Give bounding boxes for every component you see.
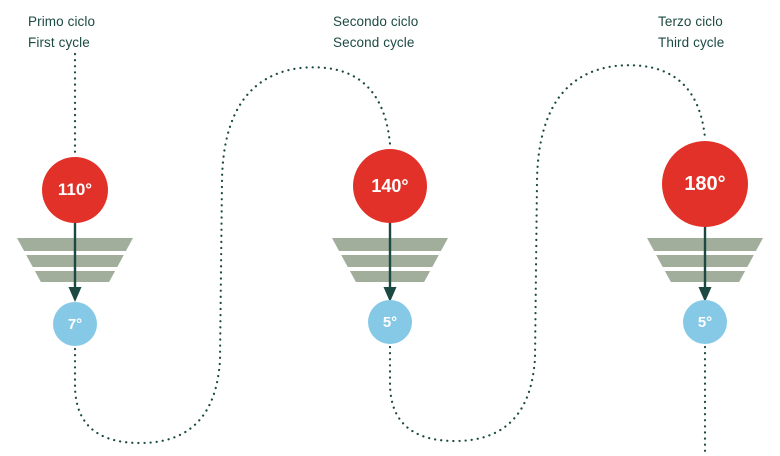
cycle-3-title-en: Third cycle <box>658 34 725 50</box>
cold-temp-circle: 5° <box>683 300 727 344</box>
cycle-1-title-it: Primo ciclo <box>28 14 96 29</box>
hot-temp-circle: 140° <box>353 149 427 223</box>
hot-temp-value: 110° <box>57 180 93 199</box>
cycle-2-title-en: Second cycle <box>333 34 415 50</box>
cold-temp-value: 7° <box>67 315 83 333</box>
cycle-3-label: Terzo ciclo Third cycle <box>658 12 724 54</box>
dotted-segment-cycle1-to-cycle2 <box>73 66 392 445</box>
down-arrow-icon <box>383 222 397 302</box>
cycle-2-label: Secondo ciclo Second cycle <box>333 12 418 54</box>
hot-temp-value: 140° <box>371 175 409 196</box>
hot-temp-circle: 110° <box>42 157 108 223</box>
cycle-1-label: Primo ciclo First cycle <box>28 12 95 54</box>
down-arrow-icon <box>68 222 82 302</box>
cold-temp-value: 5° <box>382 313 398 331</box>
cycle-2-title-it: Secondo ciclo <box>333 14 419 29</box>
down-arrow-icon <box>698 222 712 302</box>
cold-temp-value: 5° <box>697 313 713 331</box>
dotted-segment-cycle2-to-cycle3 <box>388 64 707 443</box>
cycle-1-title-en: First cycle <box>28 34 90 50</box>
cycle-3-title-it: Terzo ciclo <box>658 14 723 29</box>
cold-temp-circle: 7° <box>53 302 97 346</box>
hot-temp-value: 180° <box>684 172 726 195</box>
hot-temp-circle: 180° <box>662 141 748 227</box>
cold-temp-circle: 5° <box>368 300 412 344</box>
